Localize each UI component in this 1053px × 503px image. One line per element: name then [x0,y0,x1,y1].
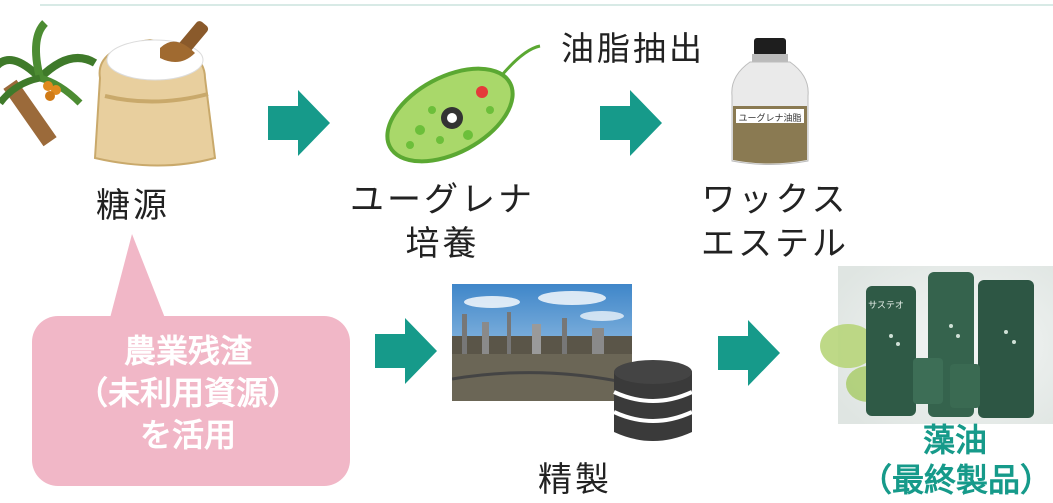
wax-ester-label-line1: ワックス [701,180,849,220]
oil-extraction-label: 油脂抽出 [561,29,705,68]
euglena-cell-icon [385,44,541,164]
final-product-line1: 藻油 [922,421,987,459]
oil-bottle-icon [728,36,813,168]
arrow-right-icon [375,318,437,384]
refining-label: 精製 [538,460,612,500]
euglena-label-line2: 培養 [405,224,480,264]
arrow-right-icon [718,320,780,386]
database-cylinder-icon [612,358,694,448]
euglena-illustration [370,40,560,170]
refinery-photo-icon [451,284,633,401]
final-product-label: 藻油 （最終製品） [860,420,1053,500]
bottle-label-text: ユーグレナ油脂 [738,114,802,124]
callout-line3: を活用 [139,416,236,454]
sugar-sack-icon [93,21,217,167]
callout-line2: （未利用資源） [75,374,300,412]
callout-line1: 農業残渣 [123,332,252,370]
callout-text: 農業残渣 （未利用資源） を活用 [32,330,344,456]
sugar-source-illustration [0,8,250,173]
agri-residue-callout [20,230,350,488]
final-product-line2: （最終製品） [860,461,1053,499]
top-divider [40,4,1053,6]
product-label-text: サステオ [868,301,904,311]
product-cans-icon [808,266,1053,424]
euglena-label-line1: ユーグレナ [350,180,535,220]
wax-ester-label-line2: エステル [701,224,849,264]
arrow-right-icon [600,90,662,156]
arrow-right-icon [268,90,330,156]
palm-tree-icon [0,20,98,147]
sugar-source-label: 糖源 [96,186,170,226]
